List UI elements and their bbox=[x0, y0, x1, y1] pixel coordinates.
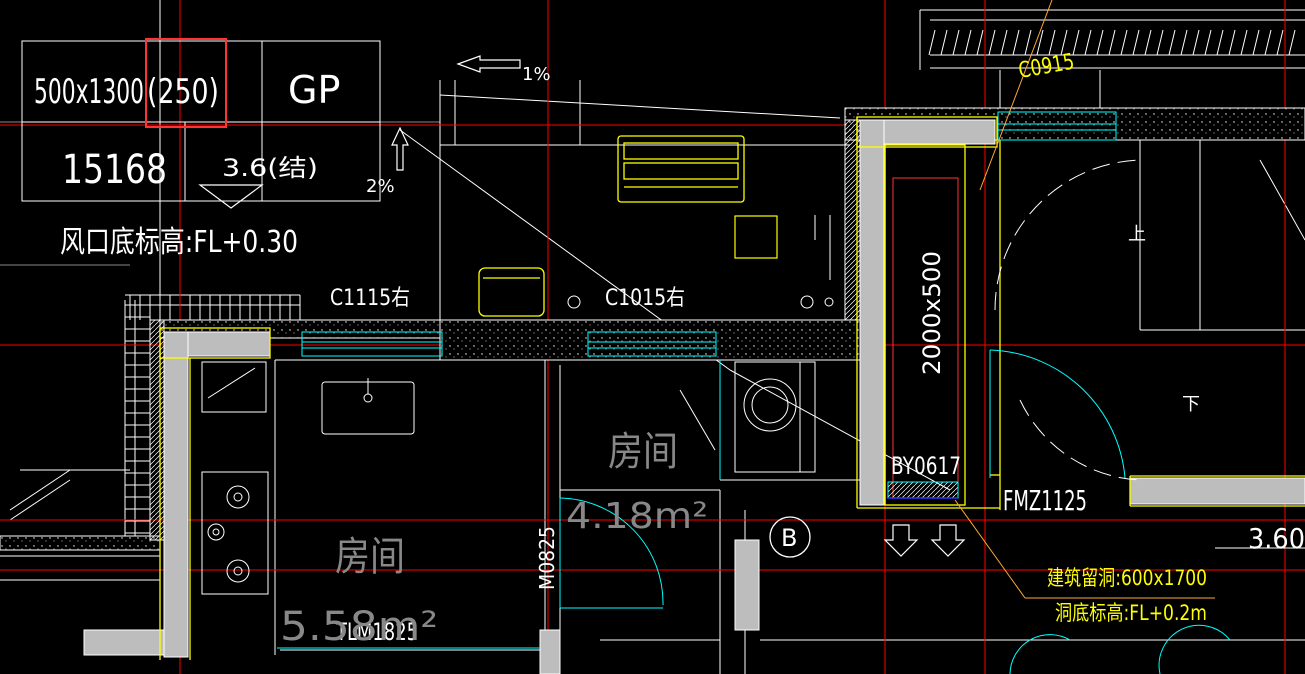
wall-fills bbox=[83, 119, 1305, 674]
railing-tick bbox=[928, 29, 936, 56]
railing-tick bbox=[1120, 29, 1128, 56]
railing-tick bbox=[1144, 29, 1152, 56]
ac-outdoor-unit bbox=[478, 135, 778, 317]
axis-b-label: B bbox=[781, 524, 797, 552]
window-c1115-label: C1115右 bbox=[330, 286, 410, 311]
duct-size: 500x1300 bbox=[34, 72, 144, 112]
stair-down-label: 下 bbox=[1182, 394, 1200, 415]
railing-tick bbox=[964, 29, 972, 56]
opening-size-label: 建筑留洞:600x1700 bbox=[1047, 566, 1207, 590]
room-center-label: 房间 bbox=[608, 429, 678, 475]
railing-tick bbox=[1180, 29, 1188, 56]
railing-tick bbox=[1168, 29, 1176, 56]
leader-lines bbox=[954, 0, 1215, 599]
railing-tick bbox=[1012, 29, 1020, 56]
room-center-area: 4.18m² bbox=[566, 496, 708, 537]
railing-tick bbox=[1036, 29, 1044, 56]
axis-bubble bbox=[769, 516, 811, 558]
opening-elevation-label: 洞底标高:FL+0.2m bbox=[1055, 601, 1207, 625]
duct-size-note: (250) bbox=[147, 72, 219, 112]
railing-tick bbox=[1048, 29, 1056, 56]
door-tlm1825-label: TLM1825 bbox=[335, 618, 418, 646]
railing-tick bbox=[1192, 29, 1200, 56]
railing-tick bbox=[1072, 29, 1080, 56]
slope-side-label: 2% bbox=[366, 176, 395, 197]
right-level-label: 3.60 bbox=[1248, 522, 1305, 555]
railing-tick bbox=[952, 29, 960, 56]
door-m0825-label: M0825 bbox=[535, 526, 559, 590]
railing-tick bbox=[1156, 29, 1164, 56]
railing-tick bbox=[1264, 29, 1272, 56]
room-left-area: 5.58m² bbox=[280, 604, 438, 650]
railing-tick bbox=[988, 29, 996, 56]
railing-tick bbox=[1240, 29, 1248, 56]
windows bbox=[277, 111, 1117, 649]
duct-info-table bbox=[21, 40, 381, 202]
door-fmz1125-label: FMZ1125 bbox=[1003, 484, 1087, 517]
room-left-label: 房间 bbox=[335, 534, 405, 580]
railing-tick bbox=[976, 29, 984, 56]
kitchen-fixtures bbox=[201, 215, 834, 595]
railing-tick bbox=[1252, 29, 1260, 56]
railing-tick bbox=[940, 29, 948, 56]
vent-elevation-label: 风口底标高:FL+0.30 bbox=[60, 225, 298, 260]
railing-tick bbox=[1132, 29, 1140, 56]
railing-top-ticks bbox=[928, 29, 1296, 56]
by0617-opening bbox=[887, 481, 959, 499]
railing-tick bbox=[1276, 29, 1284, 56]
shaft-size-label: 2000x500 bbox=[918, 251, 946, 375]
railing-tick bbox=[1228, 29, 1236, 56]
railing-tick bbox=[1288, 29, 1296, 56]
duct-elevation: 3.6(结) bbox=[222, 154, 318, 182]
window-c1015-label: C1015右 bbox=[605, 286, 685, 311]
door-by0617-label: BY0617 bbox=[891, 452, 961, 480]
duct-type: GP bbox=[288, 68, 340, 112]
duct-airflow: 15168 bbox=[62, 147, 167, 193]
wall-outlines bbox=[159, 116, 1305, 660]
slope-top-label: 1% bbox=[522, 64, 551, 85]
concrete-walls bbox=[0, 107, 1305, 551]
vent-arrows bbox=[198, 55, 966, 557]
railing-tick bbox=[1096, 29, 1104, 56]
door-swings bbox=[559, 159, 1231, 674]
railing-tick bbox=[1204, 29, 1212, 56]
railing-tick bbox=[1084, 29, 1092, 56]
railing-tick bbox=[1216, 29, 1224, 56]
highlight-box bbox=[145, 38, 227, 128]
railing-tick bbox=[1060, 29, 1068, 56]
railing-ticks bbox=[125, 295, 301, 534]
railing-top-right bbox=[930, 54, 1305, 69]
stair-up-label: 上 bbox=[1128, 224, 1146, 245]
railing-tick bbox=[1108, 29, 1116, 56]
railing-tick bbox=[1000, 29, 1008, 56]
railing-tick bbox=[1024, 29, 1032, 56]
